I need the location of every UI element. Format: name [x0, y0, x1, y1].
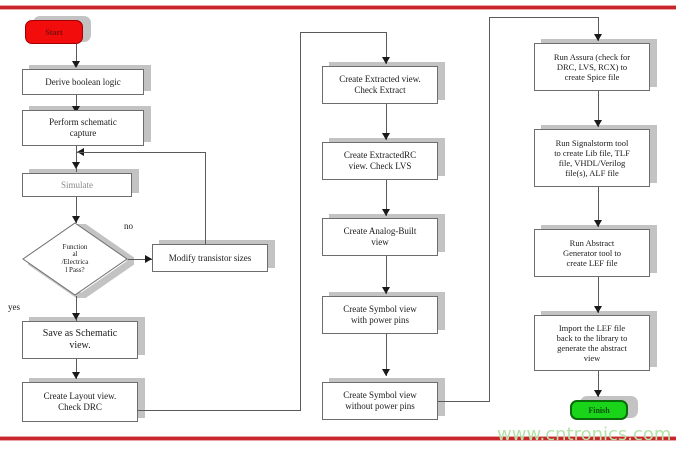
node-create-symbol-view-with-power-pins[interactable]: Create Symbol view with power pins — [322, 296, 438, 334]
connector-save-layout — [76, 359, 77, 379]
arrowhead-import — [594, 306, 602, 313]
top-rule — [0, 5, 676, 10]
connector-layout-vertical — [300, 32, 301, 411]
connector-symwo-vertical — [489, 17, 490, 402]
node-save-as-schematic-view[interactable]: Save as Schematic view. — [22, 321, 138, 359]
connector-extract-drop — [386, 32, 387, 64]
arrowhead-layout — [72, 372, 80, 379]
connector-decision-save — [76, 296, 77, 321]
arrowhead-simulate — [72, 162, 80, 169]
connector-assura-drop — [598, 17, 599, 41]
arrowhead-capture — [72, 106, 80, 113]
arrowhead-derive — [72, 61, 80, 68]
feedback-horizontal — [76, 152, 206, 153]
node-create-layout-view-check-drc[interactable]: Create Layout view. Check DRC — [22, 382, 138, 422]
connector-abstract-import — [598, 277, 599, 313]
connector-assura-signal — [598, 91, 599, 127]
arrowhead-decision — [72, 216, 80, 223]
arrowhead-extrc — [382, 133, 390, 140]
node-functional-electrical-pass[interactable]: Function al /Electrica l Pass? — [22, 222, 128, 296]
node-run-signalstorm[interactable]: Run Signalstorm tool to create Lib file,… — [534, 129, 650, 187]
connector-into-extract — [300, 32, 386, 33]
edge-label-yes: yes — [8, 302, 20, 312]
node-run-assura[interactable]: Run Assura (check for DRC, LVS, RCX) to … — [534, 43, 650, 91]
arrowhead-symwo — [382, 369, 390, 376]
connector-derive-capture — [76, 95, 77, 109]
arrowhead-extract — [382, 57, 390, 64]
connector-capture-simulate — [76, 146, 77, 172]
arrowhead-signal — [594, 120, 602, 127]
arrowhead-symwith — [382, 287, 390, 294]
connector-simulate-decision — [76, 197, 77, 223]
connector-decision-modify — [128, 259, 153, 260]
node-derive-boolean-logic[interactable]: Derive boolean logic — [22, 69, 144, 95]
node-run-abstract-generator[interactable]: Run Abstract Generator tool to create LE… — [534, 229, 650, 277]
node-create-extractedrc-view[interactable]: Create ExtractedRC view. Check LVS — [322, 142, 438, 180]
connector-signal-abstract — [598, 187, 599, 227]
connector-symwith-symwo — [386, 334, 387, 376]
node-modify-transistor-sizes[interactable]: Modify transistor sizes — [152, 244, 268, 272]
arrowhead-finish — [594, 390, 602, 397]
node-finish[interactable]: Finish — [570, 400, 628, 420]
node-simulate[interactable]: Simulate — [22, 173, 132, 197]
node-create-symbol-view-without-power-pins[interactable]: Create Symbol view without power pins — [322, 382, 438, 420]
arrowhead-analog — [382, 209, 390, 216]
connector-analog-symwith — [386, 256, 387, 294]
connector-extrc-analog — [386, 180, 387, 216]
node-perform-schematic-capture[interactable]: Perform schematic capture — [22, 110, 144, 146]
feedback-vertical — [205, 152, 206, 244]
edge-label-no: no — [124, 221, 133, 231]
arrowhead-abstract — [594, 220, 602, 227]
node-create-analog-built-view[interactable]: Create Analog-Built view — [322, 218, 438, 256]
connector-import-finish — [598, 371, 599, 397]
arrowhead-save — [72, 313, 80, 320]
node-start[interactable]: Start — [25, 20, 83, 44]
connector-symwo-right — [438, 401, 490, 402]
connector-layout-right — [138, 410, 301, 411]
watermark-text: www.cntronics.com — [497, 424, 672, 445]
bottom-rule — [0, 436, 676, 441]
arrowhead-assura — [594, 34, 602, 41]
node-import-lef-file[interactable]: Import the LEF file back to the library … — [534, 315, 650, 371]
node-create-extracted-view[interactable]: Create Extracted view. Check Extract — [322, 66, 438, 104]
connector-start-derive — [76, 44, 77, 64]
connector-extract-extrc — [386, 104, 387, 140]
connector-into-assura — [489, 17, 599, 18]
arrowhead-modify — [145, 255, 152, 263]
